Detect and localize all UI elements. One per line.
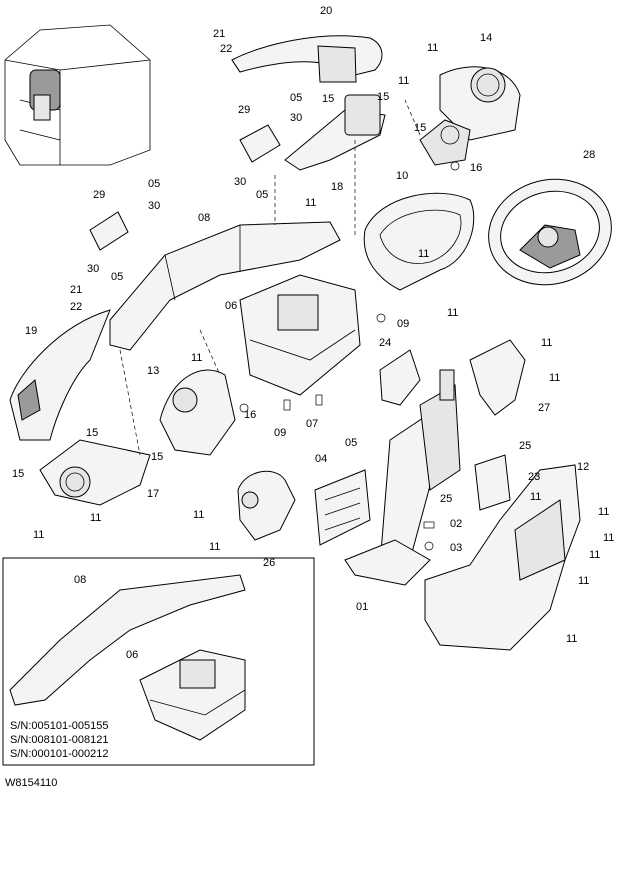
callout-17: 17 <box>147 488 159 500</box>
callout-30: 30 <box>87 263 99 275</box>
callout-25: 25 <box>440 493 452 505</box>
callout-11: 11 <box>191 352 202 364</box>
part-19-side-cover <box>9 309 111 441</box>
callout-05: 05 <box>256 189 268 201</box>
callout-06: 06 <box>126 649 138 661</box>
callout-30: 30 <box>290 112 302 124</box>
callout-29: 29 <box>93 189 105 201</box>
callout-15: 15 <box>12 468 24 480</box>
callout-08: 08 <box>198 212 210 224</box>
callout-labels: 20 21 22 11 14 05 30 29 15 15 11 15 16 3… <box>12 5 614 661</box>
drawing-code: W8154110 <box>5 777 57 789</box>
part-29-bracket-lower <box>89 211 129 251</box>
callout-20: 20 <box>320 5 332 17</box>
callout-30: 30 <box>234 176 246 188</box>
fastener-bolts <box>239 161 460 551</box>
callout-11: 11 <box>578 575 589 587</box>
callout-08: 08 <box>74 574 86 586</box>
callout-22: 22 <box>220 43 232 55</box>
part-04-mount-plate <box>314 469 371 546</box>
callout-23: 23 <box>528 471 540 483</box>
machine-locator-thumbnail <box>4 24 151 166</box>
callout-11: 11 <box>566 633 577 645</box>
callout-05: 05 <box>148 178 160 190</box>
callout-15: 15 <box>414 122 426 134</box>
callout-19: 19 <box>25 325 37 337</box>
callout-11: 11 <box>33 529 44 541</box>
callout-28: 28 <box>583 149 595 161</box>
part-08-dash-frame <box>109 221 341 351</box>
callout-18: 18 <box>331 181 343 193</box>
callout-11: 11 <box>598 506 609 518</box>
callout-11: 11 <box>427 42 438 54</box>
callout-26: 26 <box>263 557 275 569</box>
callout-15: 15 <box>86 427 98 439</box>
callout-11: 11 <box>549 372 560 384</box>
assembly-guide-lines <box>119 99 421 456</box>
part-28-steering-wheel <box>488 178 612 286</box>
callout-11: 11 <box>530 491 541 503</box>
callout-05: 05 <box>111 271 123 283</box>
callout-11: 11 <box>589 549 600 561</box>
part-13-side-panel <box>159 369 236 456</box>
part-29-bracket-upper <box>239 124 281 163</box>
callout-01: 01 <box>356 601 368 613</box>
callout-10: 10 <box>396 170 408 182</box>
callout-13: 13 <box>147 365 159 377</box>
part-23-bracket <box>474 454 511 511</box>
callout-15: 15 <box>377 91 389 103</box>
callout-11: 11 <box>193 509 204 521</box>
callout-22: 22 <box>70 301 82 313</box>
callout-21: 21 <box>70 284 82 296</box>
serial-range-inset <box>2 557 315 766</box>
callout-11: 11 <box>541 337 552 349</box>
callout-07: 07 <box>306 418 318 430</box>
callout-11: 11 <box>90 512 101 524</box>
part-17-lower-console <box>39 439 151 506</box>
part-24-bracket <box>379 349 421 406</box>
callout-11: 11 <box>209 541 220 553</box>
serial-number-1: S/N:005101-005155 <box>10 720 108 732</box>
part-20-upper-cover <box>231 35 383 83</box>
part-10-steering-shroud <box>363 192 475 291</box>
callout-09: 09 <box>397 318 409 330</box>
callout-02: 02 <box>450 518 462 530</box>
serial-number-list: S/N:005101-005155 S/N:008101-008121 S/N:… <box>10 720 108 760</box>
callout-05: 05 <box>290 92 302 104</box>
callout-30: 30 <box>148 200 160 212</box>
callout-11: 11 <box>418 248 429 260</box>
callout-14: 14 <box>480 32 492 44</box>
callout-11: 11 <box>305 197 316 209</box>
callout-15: 15 <box>322 93 334 105</box>
callout-27: 27 <box>538 402 550 414</box>
callout-12: 12 <box>577 461 589 473</box>
callout-11: 11 <box>603 532 614 544</box>
callout-16: 16 <box>470 162 482 174</box>
callout-11: 11 <box>398 75 409 87</box>
part-12-lower-console <box>424 464 581 651</box>
callout-21: 21 <box>213 28 225 40</box>
callout-29: 29 <box>238 104 250 116</box>
callout-03: 03 <box>450 542 462 554</box>
part-27-column-cover <box>469 339 526 416</box>
callout-04: 04 <box>315 453 327 465</box>
serial-number-2: S/N:008101-008121 <box>10 734 108 746</box>
part-18-column-cover <box>284 94 386 171</box>
callout-09: 09 <box>274 427 286 439</box>
callout-16: 16 <box>244 409 256 421</box>
part-06-inner-frame <box>239 274 361 396</box>
part-14-gauge-panel <box>419 66 521 166</box>
part-01-column-post <box>344 369 461 586</box>
callout-11: 11 <box>447 307 458 319</box>
callout-06: 06 <box>225 300 237 312</box>
serial-number-3: S/N:000101-000212 <box>10 748 108 760</box>
callout-05: 05 <box>345 437 357 449</box>
callout-25: 25 <box>519 440 531 452</box>
callout-24: 24 <box>379 337 391 349</box>
callout-15: 15 <box>151 451 163 463</box>
part-26-column-shroud <box>237 470 296 541</box>
